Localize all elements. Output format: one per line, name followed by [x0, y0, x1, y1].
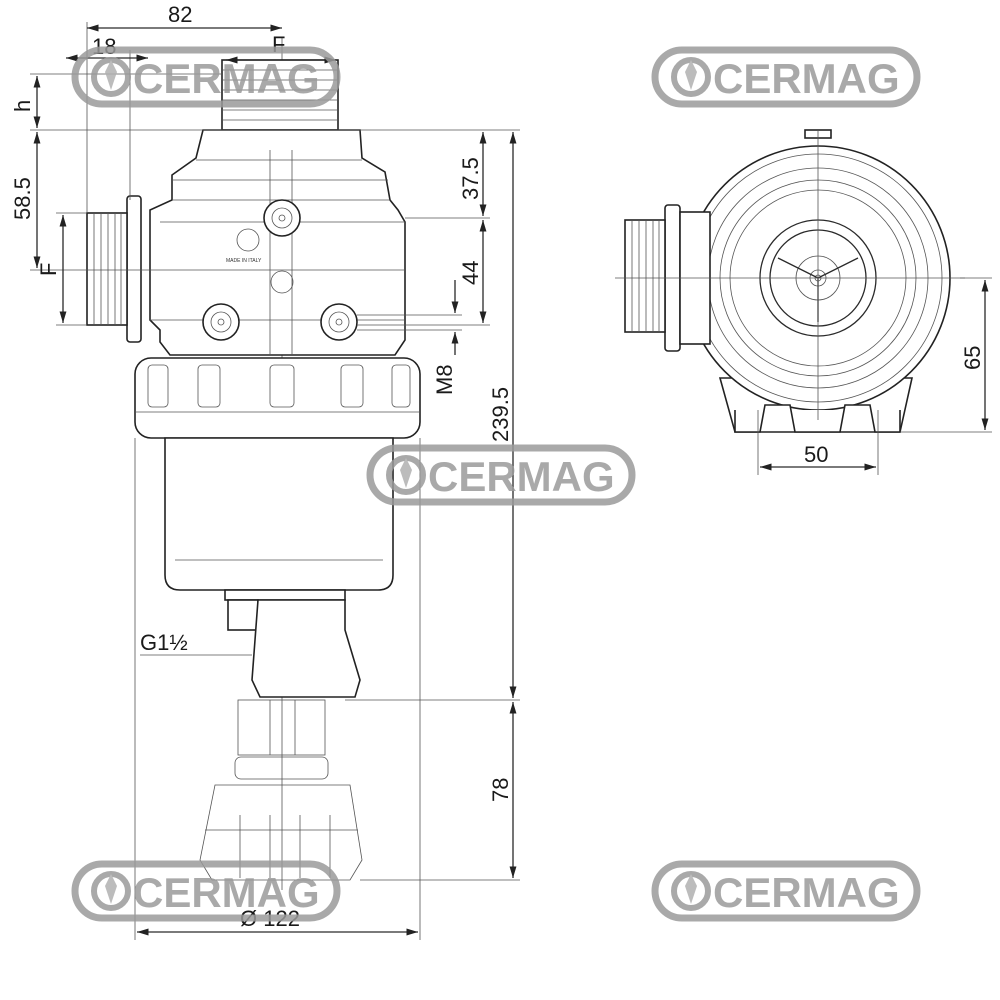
logo-text: CERMAG	[713, 869, 900, 916]
dimensions-front: 82 18 F h 58.5 F 37.5 44 M8 239.5 78	[10, 2, 520, 940]
logo-text: CERMAG	[133, 55, 320, 102]
cermag-logo: CERMAG	[655, 50, 917, 104]
dim-65: 65	[960, 346, 985, 370]
bowl-ring	[134, 357, 421, 439]
filter-head	[149, 129, 406, 356]
nut-icon	[320, 303, 358, 341]
dim-f-side: F	[36, 263, 61, 276]
logo-text: CERMAG	[713, 55, 900, 102]
nut-icon	[202, 303, 240, 341]
dim-44: 44	[458, 261, 483, 285]
top-view: 65 50	[615, 129, 992, 475]
cermag-logo: CERMAG	[370, 448, 632, 502]
dim-82: 82	[168, 2, 192, 27]
drain-neck	[224, 589, 346, 601]
dim-g1-5: G1½	[140, 630, 188, 655]
logo-text: CERMAG	[133, 869, 320, 916]
cermag-logo: CERMAG	[655, 864, 917, 918]
dim-78: 78	[488, 778, 513, 802]
dim-m8: M8	[432, 364, 457, 395]
dim-50: 50	[804, 442, 828, 467]
cermag-logo: CERMAG	[75, 50, 337, 104]
logo-text: CERMAG	[428, 453, 615, 500]
nut-icon	[263, 199, 301, 237]
dim-h: h	[10, 100, 35, 112]
dim-37-5: 37.5	[458, 157, 483, 200]
front-view: MADE IN ITALY	[86, 38, 421, 890]
dim-58-5: 58.5	[10, 177, 35, 220]
inlet-flange	[126, 195, 142, 343]
drain-thread	[227, 599, 259, 631]
drain-valve	[251, 599, 361, 698]
drain-extension	[199, 699, 363, 881]
made-in-italy-label: MADE IN ITALY	[226, 258, 262, 264]
cermag-logo: CERMAG	[75, 864, 337, 918]
dim-239-5: 239.5	[488, 387, 513, 442]
filter-bowl	[164, 437, 394, 591]
